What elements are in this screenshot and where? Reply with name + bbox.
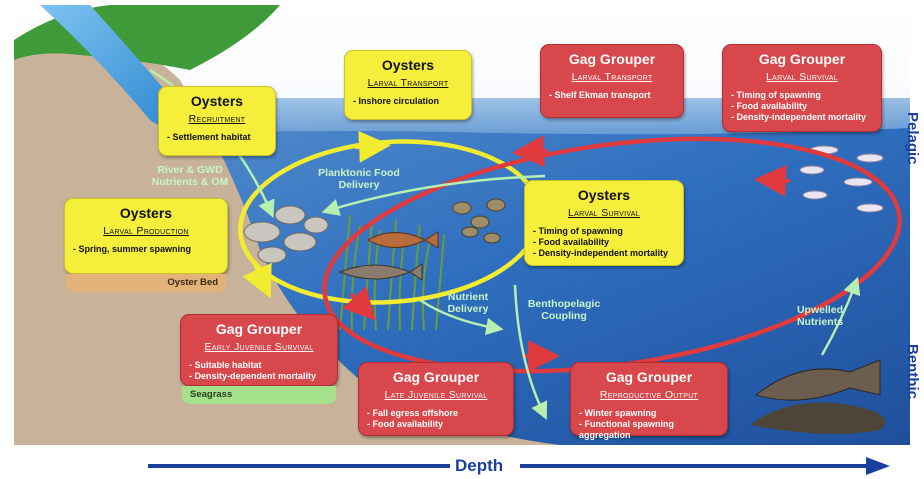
oysters-larval-production-box: Oysters Larval Production - Spring, summ…	[64, 198, 228, 274]
benthopelagic-arrow	[513, 284, 548, 420]
list-item: - Functional spawning aggregation	[579, 419, 674, 440]
oyster-cycle-arrow-left	[242, 262, 272, 299]
box-species: Gag Grouper	[392, 369, 480, 385]
list-item: - Density-independent mortality	[731, 112, 867, 122]
oysters-recruitment-box: Oysters Recruitment - Settlement habitat	[158, 86, 276, 156]
grouper-late-juvenile-box: Gag Grouper Late Juvenile Survival - Fal…	[358, 362, 514, 436]
grouper-cycle-arrow-left	[342, 286, 376, 321]
benthic-zone-label: Benthic	[904, 344, 921, 400]
box-process: Recruitment	[188, 113, 246, 125]
oyster-cluster	[243, 205, 329, 264]
list-item: - Food availability	[367, 419, 444, 429]
depth-axis-label: Depth	[455, 456, 504, 475]
upwelled-arrow	[820, 276, 861, 356]
larval-fish-school	[799, 145, 884, 213]
river-nutrients-label: River & GWD Nutrients & OM	[151, 164, 229, 188]
upwelled-nutrients-label: Upwelled Nutrients	[796, 304, 844, 328]
box-process: Early Juvenile Survival	[204, 341, 314, 353]
planktonic-arrow	[321, 174, 546, 216]
box-items: - Shelf Ekman transport	[549, 90, 675, 101]
box-process: Larval Survival	[766, 71, 838, 83]
nutrient-delivery-label: Nutrient Delivery	[447, 291, 489, 315]
list-item: - Shelf Ekman transport	[549, 90, 651, 100]
grouper-larval-survival-box: Gag Grouper Larval Survival - Timing of …	[722, 44, 882, 132]
list-item: - Density-dependent mortality	[189, 371, 317, 381]
box-process: Larval Transport	[367, 77, 449, 89]
oyster-cycle-arrow-top	[354, 130, 391, 163]
box-items: - Fall egress offshore - Food availabili…	[367, 408, 505, 430]
adult-grouper	[750, 359, 886, 434]
juvenile-fish	[338, 231, 439, 281]
list-item: - Food availability	[533, 237, 610, 247]
list-item: - Suitable habitat	[189, 360, 262, 370]
grouper-larval-transport-box: Gag Grouper Larval Transport - Shelf Ekm…	[540, 44, 684, 118]
list-item: - Fall egress offshore	[367, 408, 459, 418]
box-species: Oysters	[119, 205, 173, 221]
depth-axis-arrowhead	[866, 457, 890, 475]
list-item: - Timing of spawning	[533, 226, 623, 236]
box-species: Oysters	[381, 57, 435, 73]
list-item: - Density-independent mortality	[533, 248, 669, 258]
list-item: - Winter spawning	[579, 408, 657, 418]
benthopelagic-label: Benthopelagic Coupling	[527, 298, 601, 322]
box-process: Larval Production	[103, 225, 189, 237]
box-items: - Timing of spawning - Food availability…	[731, 90, 873, 123]
grouper-cycle-arrow-top	[512, 135, 549, 168]
oyster-larvae	[452, 198, 506, 244]
planktonic-food-label: Planktonic Food Delivery	[318, 167, 400, 191]
box-process: Larval Survival	[568, 207, 640, 219]
box-process: Late Juvenile Survival	[384, 389, 488, 401]
oyster-bed-label: Oyster Bed	[66, 274, 226, 292]
box-species: Gag Grouper	[568, 51, 656, 67]
seagrass-label: Seagrass	[182, 386, 336, 404]
box-process: Reproductive Output	[599, 389, 699, 401]
box-items: - Winter spawning - Functional spawning …	[579, 408, 719, 441]
box-species: Oysters	[577, 187, 631, 203]
pelagic-zone-label: Pelagic	[904, 112, 921, 165]
box-process: Larval Transport	[571, 71, 653, 83]
nutrient-delivery-arrow	[419, 298, 504, 336]
oysters-larval-transport-box: Oysters Larval Transport - Inshore circu…	[344, 50, 472, 120]
box-items: - Suitable habitat - Density-dependent m…	[189, 360, 329, 382]
box-species: Gag Grouper	[605, 369, 693, 385]
box-items: - Timing of spawning - Food availability…	[533, 226, 675, 259]
list-item: - Timing of spawning	[731, 90, 821, 100]
box-items: - Inshore circulation	[353, 96, 463, 107]
box-species: Gag Grouper	[758, 51, 846, 67]
grouper-reproductive-box: Gag Grouper Reproductive Output - Winter…	[570, 362, 728, 440]
river-stream	[40, 5, 190, 128]
sand-bank	[14, 35, 560, 445]
grouper-early-juvenile-box: Gag Grouper Early Juvenile Survival - Su…	[180, 314, 338, 386]
list-item: - Settlement habitat	[167, 132, 251, 142]
box-species: Oysters	[190, 93, 244, 109]
list-item: - Spring, summer spawning	[73, 244, 192, 254]
list-item: - Inshore circulation	[353, 96, 440, 106]
list-item: - Food availability	[731, 101, 808, 111]
oysters-larval-survival-box: Oysters Larval Survival - Timing of spaw…	[524, 180, 684, 266]
box-species: Gag Grouper	[215, 321, 303, 337]
box-items: - Spring, summer spawning	[73, 244, 219, 255]
box-items: - Settlement habitat	[167, 132, 267, 143]
grouper-cycle-arrow-right	[754, 164, 791, 197]
